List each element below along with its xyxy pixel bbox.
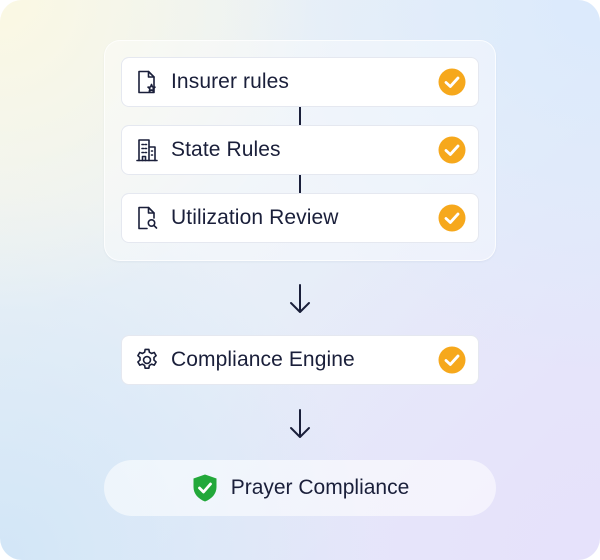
connector-line [299,107,301,125]
state-rules-card: State Rules [121,125,479,175]
insurer-rules-card: Insurer rules [121,57,479,107]
building-icon [134,137,160,163]
check-badge-icon [438,346,466,374]
connector-line [299,175,301,193]
utilization-review-card: Utilization Review [121,193,479,243]
check-badge-icon [438,204,466,232]
result-pill: Prayer Compliance [104,460,496,516]
shield-check-icon [193,474,217,502]
source-label: State Rules [171,138,281,161]
gear-icon [134,347,160,373]
result-label: Prayer Compliance [230,476,410,499]
check-badge-icon [438,136,466,164]
source-label: Utilization Review [171,206,339,229]
engine-label: Compliance Engine [171,348,355,371]
document-search-icon [134,205,160,231]
down-arrow-icon [290,409,310,438]
check-badge-icon [438,68,466,96]
source-label: Insurer rules [171,70,290,93]
compliance-engine-card: Compliance Engine [121,335,479,385]
down-arrow-icon [290,284,310,313]
document-star-icon [134,69,160,95]
